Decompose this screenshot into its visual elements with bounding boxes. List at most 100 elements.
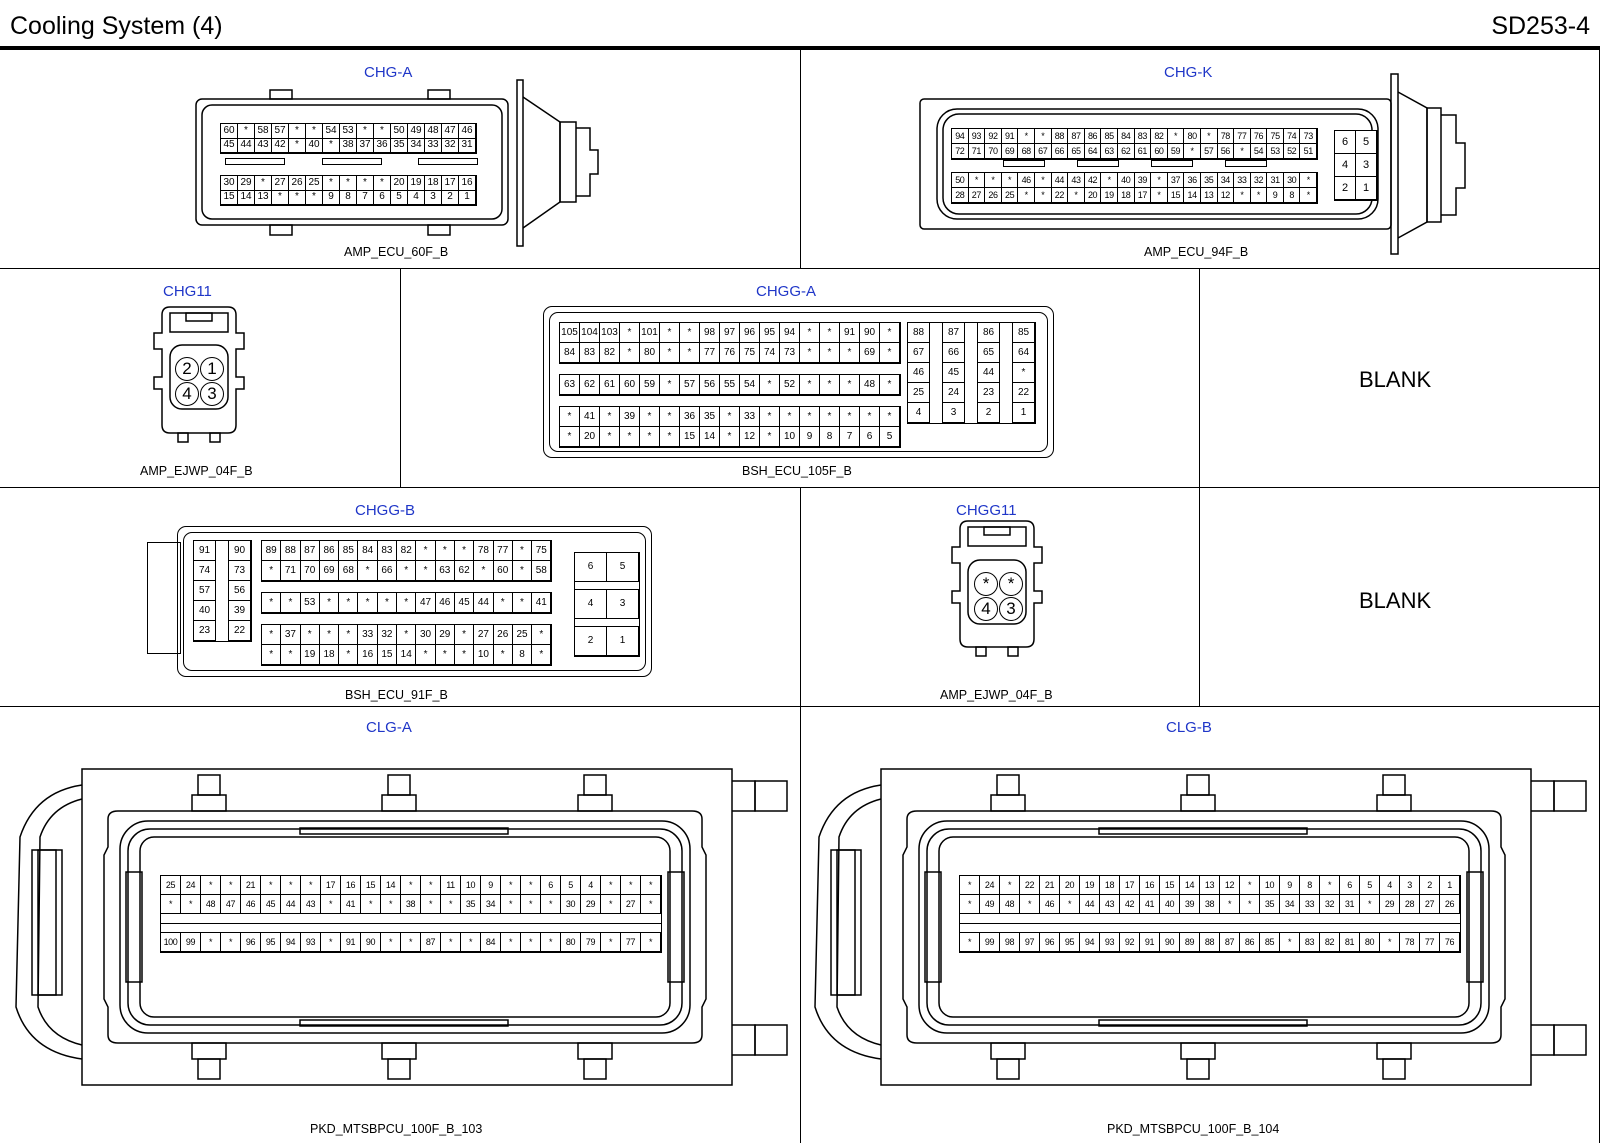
pin-77: 77 — [1233, 128, 1251, 144]
pin-23: 23 — [193, 620, 216, 641]
pin-70: 70 — [299, 560, 320, 581]
pin-84: 84 — [1116, 128, 1135, 144]
pin-1: 1 — [1355, 176, 1377, 200]
unused-pin: * — [440, 932, 461, 952]
pin-25: 25 — [160, 875, 181, 895]
pin-75: 75 — [1266, 128, 1284, 144]
pin-43: 43 — [254, 137, 272, 153]
pin-29: 29 — [1379, 894, 1400, 914]
pin-60: 60 — [619, 374, 640, 395]
pin-35: 35 — [1199, 172, 1218, 188]
pin-46: 46 — [1039, 894, 1060, 914]
pin-3: 3 — [999, 597, 1023, 621]
pin-24: 24 — [942, 382, 965, 403]
pin-15: 15 — [679, 426, 700, 447]
unused-pin: * — [799, 374, 820, 395]
pin-6: 6 — [574, 552, 607, 582]
pin-69: 69 — [1000, 143, 1019, 159]
pin-91: 91 — [340, 932, 361, 952]
unused-pin: * — [1012, 362, 1035, 383]
pin-47: 47 — [415, 592, 436, 613]
page-header: Cooling System (4) SD253-4 — [0, 0, 1600, 50]
pin-63: 63 — [1100, 143, 1118, 159]
pin-27: 27 — [473, 624, 494, 645]
pin-13: 13 — [1199, 187, 1218, 203]
pin-18: 18 — [1099, 875, 1120, 895]
pin-11: 11 — [440, 875, 461, 895]
unused-pin: * — [639, 406, 660, 427]
unused-pin: * — [357, 560, 378, 581]
unused-pin: * — [619, 322, 640, 343]
unused-pin: * — [320, 932, 341, 952]
pin-2: 2 — [574, 626, 607, 656]
unused-pin: * — [280, 875, 301, 895]
pin-46: 46 — [907, 362, 930, 383]
pin-55: 55 — [719, 374, 740, 395]
pin-67: 67 — [907, 342, 930, 363]
unused-pin: * — [1219, 894, 1240, 914]
unused-pin: * — [1059, 894, 1080, 914]
pin-57: 57 — [193, 580, 216, 601]
connector-name: CHGG-B — [355, 502, 415, 519]
unused-pin: * — [659, 374, 680, 395]
pin-41: 41 — [340, 894, 361, 914]
unused-pin: * — [839, 374, 860, 395]
pin-89: 89 — [261, 540, 282, 561]
unused-pin: * — [322, 175, 340, 191]
page-title: Cooling System (4) — [10, 12, 223, 40]
pin-75: 75 — [739, 342, 760, 363]
pin-27: 27 — [1419, 894, 1440, 914]
pin-16: 16 — [1139, 875, 1160, 895]
unused-pin: * — [254, 175, 272, 191]
pin-2: 2 — [1419, 875, 1440, 895]
pin-8: 8 — [511, 644, 533, 665]
pin-74: 74 — [193, 560, 216, 581]
pin-65: 65 — [1067, 143, 1085, 159]
pin-5: 5 — [1359, 875, 1380, 895]
pin-13: 13 — [254, 189, 272, 205]
pin-62: 62 — [453, 560, 475, 581]
unused-pin: * — [640, 894, 661, 914]
connector-body-outline — [153, 306, 245, 443]
keyway-bar — [1077, 160, 1119, 167]
unused-pin: * — [261, 560, 282, 581]
unused-pin: * — [415, 560, 436, 581]
pin-26: 26 — [984, 187, 1002, 203]
pin-87: 87 — [1219, 932, 1240, 952]
pin-12: 12 — [1216, 187, 1235, 203]
cell-chg11: CHG11 2 1 4 3 AMP_EJWP_04F_B — [0, 269, 401, 488]
pin-101: 101 — [639, 322, 660, 343]
pin-46: 46 — [434, 592, 455, 613]
pin-91: 91 — [839, 322, 860, 343]
unused-pin: * — [1166, 128, 1185, 144]
connector-body-outline — [919, 73, 1466, 255]
unused-pin: * — [1199, 128, 1218, 144]
pin-77: 77 — [699, 342, 720, 363]
pin-5: 5 — [1355, 130, 1377, 154]
pin-85: 85 — [338, 540, 359, 561]
pin-1: * — [999, 572, 1023, 596]
pin-98: 98 — [699, 322, 720, 343]
pin-40: 40 — [1159, 894, 1180, 914]
pin-49: 49 — [979, 894, 1000, 914]
pin-82: 82 — [599, 342, 620, 363]
unused-pin: * — [373, 175, 391, 191]
pin-30: 30 — [220, 175, 238, 191]
center-divider — [959, 923, 1461, 933]
pin-32: 32 — [1319, 894, 1340, 914]
unused-pin: * — [559, 426, 580, 447]
pin-12: 12 — [739, 426, 760, 447]
pin-92: 92 — [1119, 932, 1140, 952]
unused-pin: * — [453, 540, 475, 561]
